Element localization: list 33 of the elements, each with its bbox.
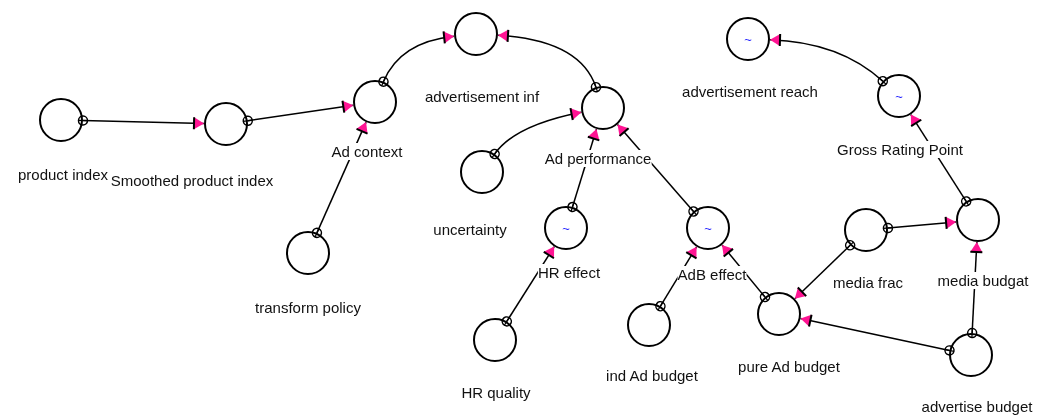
- variable-label: Ad performance: [544, 150, 652, 167]
- connector-arrow: [721, 243, 771, 303]
- variable-label: Gross Rating Point: [837, 141, 963, 158]
- connector-arrow: [501, 245, 556, 327]
- connector-arrow: [77, 115, 205, 131]
- variable-label: HR quality: [461, 384, 531, 401]
- variable-label: product index: [17, 166, 109, 183]
- variable-label: media budgat: [937, 272, 1029, 289]
- variable-label: HR effect: [537, 264, 601, 281]
- connector-arrow: [793, 240, 856, 300]
- graph-function-symbol: ~: [562, 222, 570, 236]
- variable-label: transform policy: [255, 299, 361, 316]
- connector-arrow: [616, 123, 699, 217]
- variable-label: advertisement reach: [682, 83, 818, 100]
- variable-label: ind Ad budget: [606, 367, 698, 384]
- variable-label: Ad context: [331, 143, 403, 160]
- graph-function-symbol: ~: [704, 222, 712, 236]
- connector-arrow: [242, 99, 355, 127]
- variable-label: uncertainty: [433, 221, 507, 238]
- connector-arrow: [489, 107, 583, 160]
- variable-label: AdB effect: [677, 266, 747, 283]
- connector-arrow: [496, 29, 602, 93]
- variable-label: advertise budget: [921, 398, 1033, 415]
- variable-label: pure Ad budget: [738, 358, 840, 375]
- variable-label: advertisement inf: [424, 88, 540, 105]
- connector-arrow: [769, 33, 888, 87]
- connector-arrow: [799, 313, 955, 356]
- graph-function-symbol: ~: [744, 33, 752, 47]
- connector-arrow: [882, 215, 958, 234]
- variable-label: Smoothed product index: [110, 172, 274, 189]
- connector-arrow: [378, 30, 456, 87]
- graph-function-symbol: ~: [895, 90, 903, 104]
- variable-label: media frac: [833, 274, 903, 291]
